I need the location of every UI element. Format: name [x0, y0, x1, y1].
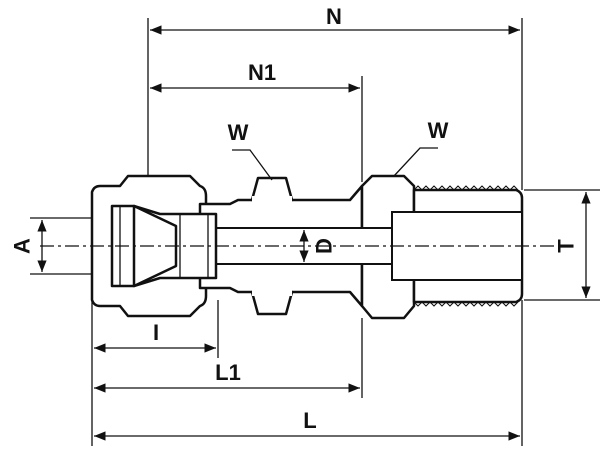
extension-lines — [30, 18, 600, 446]
label-T: T — [554, 239, 579, 253]
label-L1: L1 — [215, 360, 241, 385]
label-N: N — [326, 4, 342, 29]
leader-W-left — [232, 149, 273, 181]
ferrule-cone — [132, 204, 178, 288]
label-W-left: W — [228, 120, 249, 145]
label-D: D — [312, 238, 337, 254]
leader-W-right — [393, 147, 438, 177]
label-A: A — [10, 238, 35, 254]
label-I: I — [153, 320, 159, 345]
dimension-lines — [37, 25, 591, 441]
label-N1: N1 — [248, 60, 276, 85]
label-L: L — [303, 408, 316, 433]
thread-bottom — [413, 301, 519, 307]
label-W-right: W — [428, 118, 449, 143]
fitting-body — [90, 174, 524, 320]
thread-top — [413, 185, 519, 191]
